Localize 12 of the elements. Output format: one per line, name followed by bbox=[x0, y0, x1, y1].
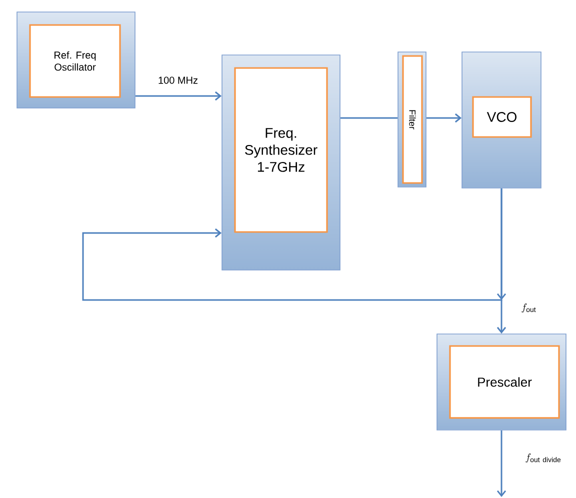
text-box: Prescaler bbox=[449, 345, 560, 419]
text-box: Freq. Synthesizer 1-7GHz bbox=[234, 67, 328, 233]
text-box: Filter bbox=[402, 55, 423, 184]
arrow bbox=[82, 188, 502, 301]
text-box: VCO bbox=[472, 96, 532, 138]
arrow bbox=[496, 430, 506, 497]
edge-label: 100 MHz bbox=[158, 76, 198, 84]
arrow bbox=[135, 91, 222, 101]
text-box: Ref. Freq Oscillator bbox=[29, 24, 121, 98]
edge-label: $f_{\mathrm{out\ divide}}$ bbox=[526, 453, 561, 463]
edge-label: $f_{\mathrm{out}}$ bbox=[522, 303, 536, 313]
arrow bbox=[426, 113, 462, 123]
